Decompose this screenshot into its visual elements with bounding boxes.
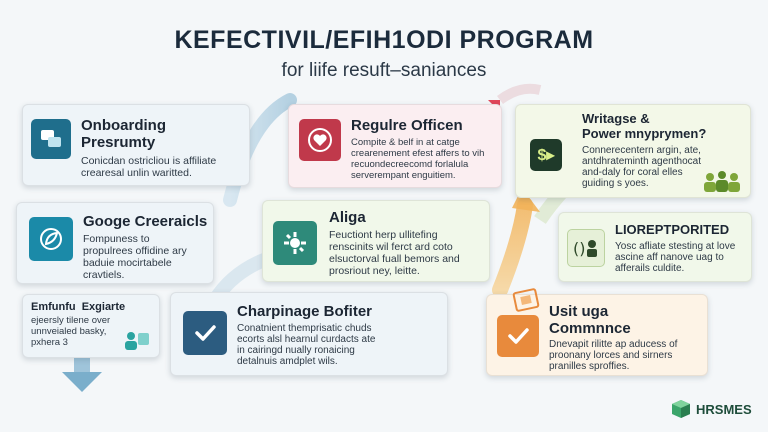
check-icon: [497, 315, 539, 357]
cube-icon: [672, 400, 690, 418]
card-title: Regulre Officen: [351, 117, 463, 134]
card-lioreport: () LIOREPTPORITED Yosc afliate stesting …: [558, 212, 752, 282]
card-title: Onboarding Presrumty: [81, 117, 166, 151]
card-title: Writagse & Power mnyprymen?: [582, 111, 707, 141]
chat-bubbles-icon: [31, 119, 71, 159]
svg-text:(): (): [573, 239, 585, 258]
card-onboarding: Onboarding Presrumty Conicdan ostricliou…: [22, 104, 250, 186]
check-icon: [183, 311, 227, 355]
card-body: ejeersly tilene over unnveialed basky, p…: [31, 315, 111, 348]
card-title: Googe Creeraicls: [83, 213, 208, 230]
card-body: Conatnient themprisatic chuds ecorts als…: [237, 323, 376, 367]
heart-icon: [299, 119, 341, 161]
people-icon: [704, 171, 740, 192]
card-emfunfu: Emfunfu Exgiarte ejeersly tilene over un…: [22, 294, 160, 358]
card-body: Connerecentern argin, ate, antdhratemint…: [582, 145, 701, 189]
arrow-regulre-to-writagse: [497, 83, 542, 105]
card-title: Charpinage Bofiter: [237, 303, 373, 320]
card-title: Aliga: [329, 209, 366, 226]
page-title: KEFECTIVIL/EFIH1ODI PROGRAM: [174, 26, 594, 54]
card-aliga: Aliga Feuctiont herp ullitefing renscini…: [262, 200, 490, 282]
card-charpinage: Charpinage Bofiter Conatnient themprisat…: [170, 292, 448, 376]
card-title: Usit uga Commnnce: [549, 303, 631, 337]
users-icon: [125, 332, 149, 350]
card-googe: Googe Creeraicls Fompuness to propulrees…: [16, 202, 214, 284]
card-title: LIOREPTPORITED: [615, 222, 730, 237]
page-subtitle: for liife resuft–saniances: [281, 60, 487, 81]
card-writagse: $▸ Writagse & Power mnyprymen? Connerece…: [515, 104, 751, 198]
card-body: Fompuness to propulrees offidine ary bad…: [83, 233, 187, 281]
dollar-icon: $▸: [530, 139, 562, 171]
card-body: Feuctiont herp ullitefing renscinits wil…: [329, 229, 460, 277]
person-icon: (): [567, 229, 605, 267]
arrow-usit-up: [492, 197, 533, 298]
card-body: Conicdan ostricliou is affiliate creares…: [81, 155, 217, 179]
chip-icon: [512, 288, 540, 312]
gear-icon: [273, 221, 317, 265]
card-regulre: Regulre Officen Compite & belf in at cat…: [288, 104, 502, 188]
brand-logo: HRSMES: [670, 398, 752, 420]
card-body: Yosc afliate stesting at love ascine aff…: [615, 241, 736, 274]
card-title: Emfunfu Exgiarte: [31, 301, 126, 313]
card-body: Compite & belf in at catge crearenement …: [351, 137, 485, 181]
card-body: Dnevapit rilitte ap aducess of proonany …: [549, 339, 678, 372]
leaf-icon: [29, 217, 73, 261]
logo-text: HRSMES: [696, 401, 752, 417]
arrow-head-blue: [62, 372, 102, 392]
card-usit: Usit uga Commnnce Dnevapit rilitte ap ad…: [486, 288, 708, 376]
